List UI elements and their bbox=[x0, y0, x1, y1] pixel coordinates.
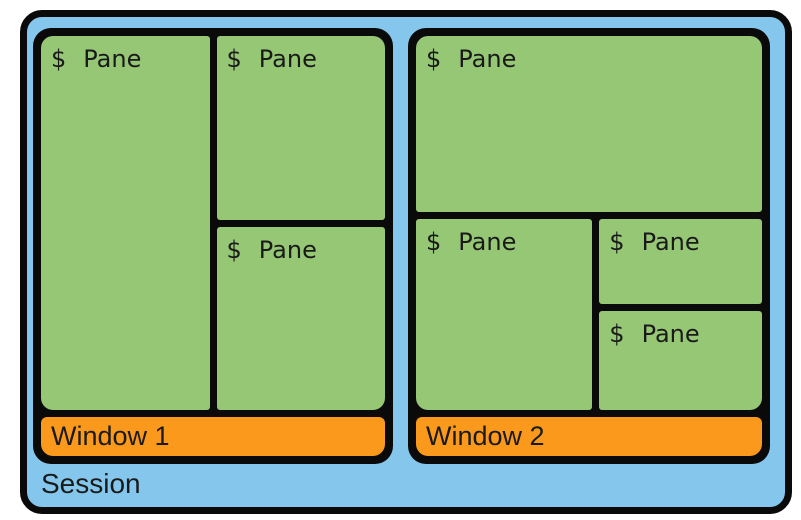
session-label: Session bbox=[41, 468, 141, 499]
window-2-right-column: $ Pane $ Pane bbox=[599, 219, 762, 410]
pane-label-text: Pane bbox=[641, 228, 700, 257]
shell-prompt-symbol: $ bbox=[609, 228, 625, 257]
window-2: $ Pane $ Pane $ bbox=[408, 28, 770, 464]
shell-prompt-symbol: $ bbox=[226, 235, 242, 264]
pane-label-text: Pane bbox=[258, 45, 317, 73]
pane: $ Pane bbox=[416, 219, 593, 410]
pane: $ Pane bbox=[599, 219, 762, 304]
shell-prompt-symbol: $ bbox=[51, 45, 67, 73]
pane: $ Pane bbox=[41, 36, 210, 410]
pane-label-text: Pane bbox=[83, 45, 142, 73]
pane-label: $ Pane bbox=[599, 219, 762, 258]
window-1-pane-area: $ Pane $ Pane $ Pane bbox=[41, 36, 385, 410]
window-1-right-column: $ Pane $ Pane bbox=[216, 36, 386, 410]
window-2-pane-area: $ Pane $ Pane $ bbox=[416, 36, 762, 410]
pane-label: $ Pane bbox=[217, 36, 386, 75]
window-1-title: Window 1 bbox=[51, 421, 170, 451]
window-1: $ Pane $ Pane $ Pane bbox=[33, 28, 393, 464]
window-2-bottom-row: $ Pane $ Pane $ bbox=[416, 219, 762, 410]
pane-label-text: Pane bbox=[641, 319, 700, 348]
pane-label: $ Pane bbox=[41, 36, 210, 75]
shell-prompt-symbol: $ bbox=[426, 228, 442, 257]
pane: $ Pane bbox=[216, 36, 386, 220]
pane-label: $ Pane bbox=[217, 227, 386, 266]
shell-prompt-symbol: $ bbox=[226, 45, 242, 73]
session-box: $ Pane $ Pane $ Pane bbox=[20, 10, 792, 514]
pane-label-text: Pane bbox=[458, 228, 517, 257]
pane: $ Pane bbox=[216, 226, 386, 410]
pane-label: $ Pane bbox=[599, 311, 762, 350]
pane: $ Pane bbox=[416, 36, 762, 213]
pane-label-text: Pane bbox=[258, 235, 317, 264]
window-2-title: Window 2 bbox=[426, 421, 545, 451]
shell-prompt-symbol: $ bbox=[426, 45, 442, 73]
pane-label: $ Pane bbox=[416, 219, 592, 258]
shell-prompt-symbol: $ bbox=[609, 319, 625, 348]
pane-label: $ Pane bbox=[416, 36, 762, 75]
window-2-title-bar: Window 2 bbox=[416, 417, 762, 456]
pane-label-text: Pane bbox=[458, 45, 517, 73]
pane: $ Pane bbox=[599, 310, 762, 410]
window-1-title-bar: Window 1 bbox=[41, 417, 385, 456]
